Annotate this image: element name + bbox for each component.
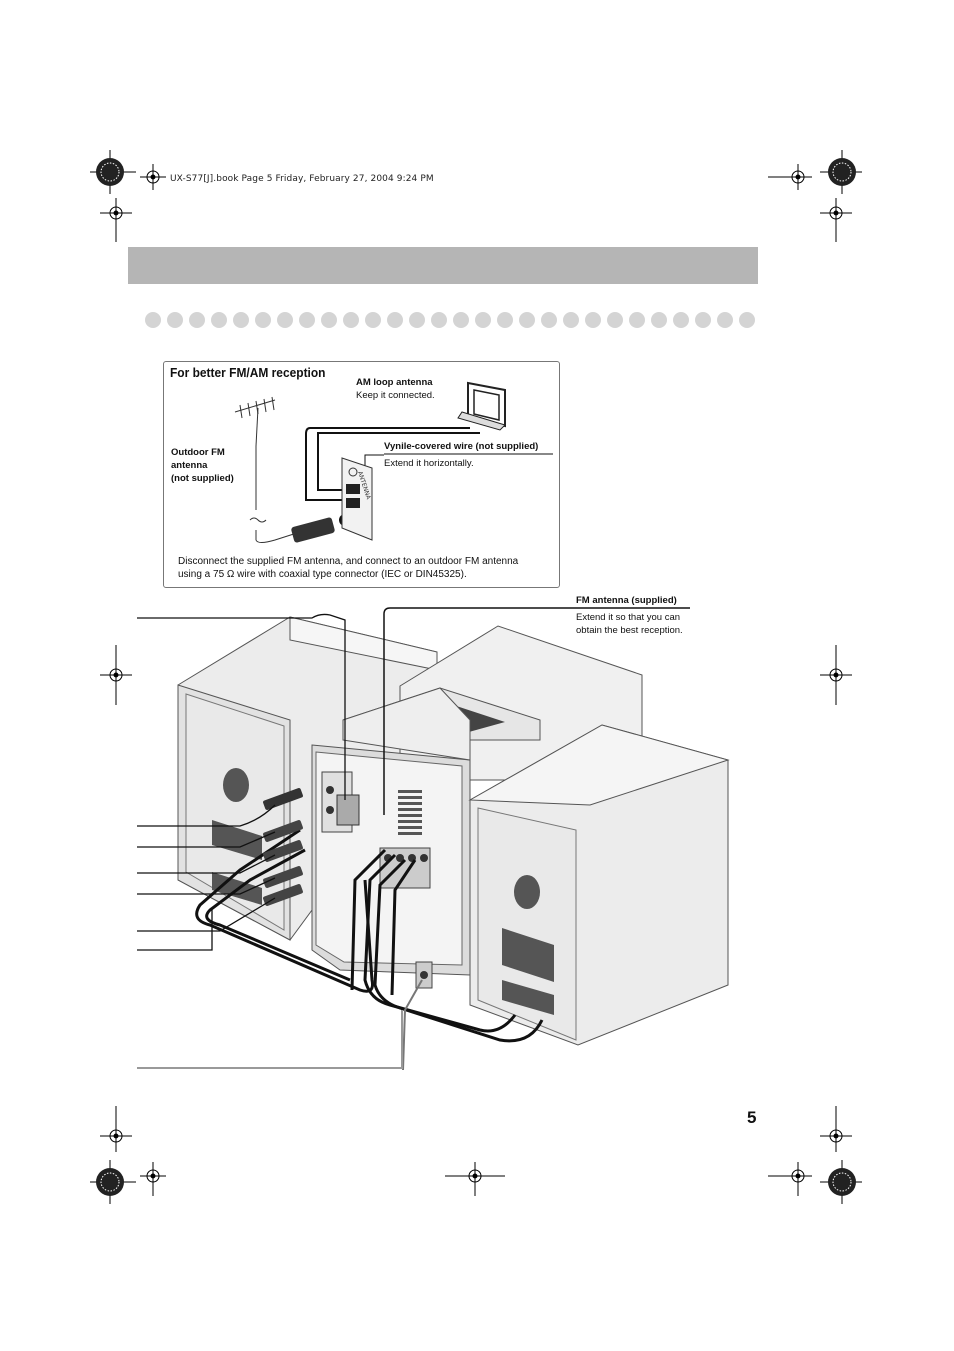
fm-supplied-label: FM antenna (supplied) <box>576 595 677 606</box>
crosshair-bottom-left-1 <box>100 1106 132 1152</box>
note-line-2: using a 75 Ω wire with coaxial type conn… <box>178 569 467 580</box>
outdoor-fm-label-1: Outdoor FM <box>171 447 225 458</box>
leader-lines <box>137 613 346 951</box>
page-number: 5 <box>747 1108 757 1127</box>
crop-dial-top-left <box>90 150 136 194</box>
dot-row-divider <box>145 312 755 328</box>
section-heading-band <box>128 247 758 284</box>
power-cord <box>402 979 423 1071</box>
file-header-line: UX-S77[J].book Page 5 Friday, February 2… <box>170 174 434 184</box>
speaker-cables <box>195 828 544 1043</box>
crosshair-top-right-2 <box>820 198 852 242</box>
am-loop-wire <box>305 427 470 501</box>
crosshair-bottom-right-2 <box>768 1162 812 1196</box>
antenna-terminal-panel: ANTENNA <box>341 457 373 541</box>
am-loop-antenna-icon <box>457 381 506 431</box>
crosshair-mid-right <box>820 645 852 705</box>
outdoor-fm-label-3: (not supplied) <box>171 473 234 484</box>
am-loop-label: AM loop antenna <box>356 377 433 388</box>
note-line-1: Disconnect the supplied FM antenna, and … <box>178 556 519 567</box>
vinyl-wire-desc: Extend it horizontally. <box>384 458 474 469</box>
crop-dial-bottom-left <box>90 1160 136 1204</box>
crosshair-mid-left <box>100 645 132 705</box>
fm-supplied-wire <box>383 607 690 815</box>
crosshair-bottom-right-1 <box>820 1106 852 1152</box>
am-loop-desc: Keep it connected. <box>356 390 435 401</box>
power-leader-line <box>137 1010 403 1069</box>
crosshair-bottom-left-2 <box>140 1162 166 1196</box>
main-unit <box>311 625 643 989</box>
vinyl-wire-label: Vynile-covered wire (not supplied) <box>384 441 539 452</box>
inset-title: For better FM/AM reception <box>170 365 326 380</box>
crop-dial-bottom-right <box>820 1160 862 1204</box>
crosshair-top-left-2 <box>100 198 132 242</box>
outdoor-fm-label-2: antenna <box>171 460 208 471</box>
crosshair-top-left-1 <box>140 164 166 190</box>
outdoor-fm-note: Disconnect the supplied FM antenna, and … <box>178 555 548 581</box>
crosshair-top-right-1 <box>768 164 812 190</box>
crosshair-bottom-center <box>445 1162 505 1196</box>
fm-supplied-desc-1: Extend it so that you can <box>576 612 681 623</box>
left-speaker <box>177 616 438 941</box>
fm-supplied-desc-2: obtain the best reception. <box>576 625 683 636</box>
crop-dial-top-right <box>820 150 862 194</box>
outdoor-antenna-icon <box>234 396 301 543</box>
right-speaker <box>468 724 730 1046</box>
